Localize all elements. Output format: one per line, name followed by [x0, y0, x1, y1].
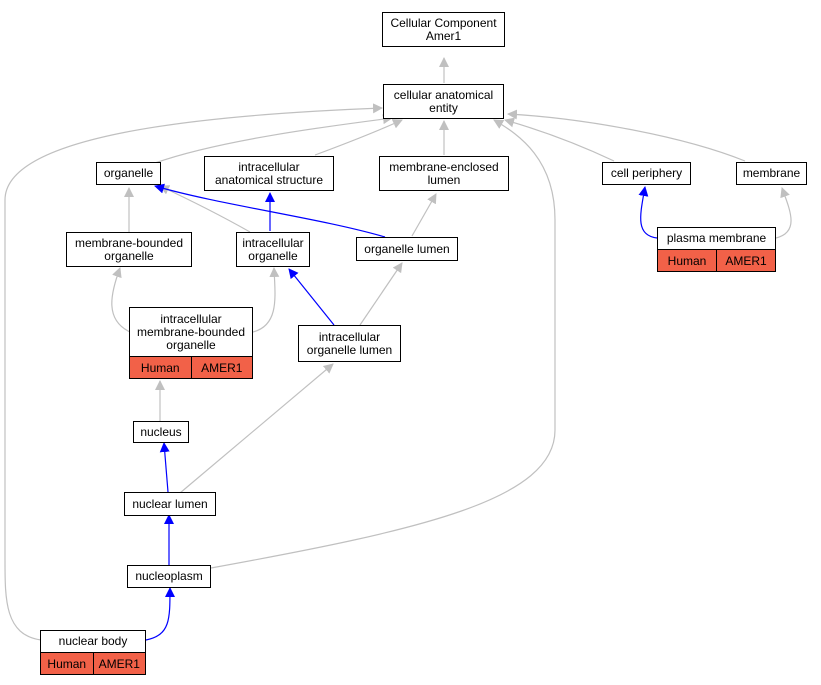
node-membrane-enclosed-lumen[interactable]: membrane-enclosed lumen — [379, 156, 509, 191]
edge-nb-np — [145, 587, 175, 641]
node-nuclear-body[interactable]: nuclear body Human AMER1 — [40, 630, 146, 675]
node-intracellular-membrane-bounded-organelle[interactable]: intracellular membrane-bounded organelle… — [129, 307, 253, 379]
gene-tag: AMER1 — [190, 357, 252, 378]
node-label: plasma membrane — [666, 231, 767, 245]
edge-pm-cellper — [638, 186, 658, 239]
node-label: nucleus — [140, 424, 182, 439]
node-label: intracellular membrane-bounded organelle — [136, 311, 246, 352]
node-intracellular-anatomical-structure[interactable]: intracellular anatomical structure — [204, 156, 334, 191]
node-plasma-membrane[interactable]: plasma membrane Human AMER1 — [657, 227, 776, 272]
edge-io-organelle — [159, 185, 251, 233]
node-label: intracellular organelle — [242, 235, 304, 263]
node-label: nuclear lumen — [132, 496, 208, 511]
edge-membrane-cae — [507, 109, 746, 162]
node-cellular-anatomical-entity[interactable]: cellular anatomical entity — [383, 84, 504, 119]
edge-nb-cae — [4, 103, 383, 641]
edge-nl-nucleus — [159, 442, 170, 493]
node-nucleus[interactable]: nucleus — [133, 421, 189, 443]
edge-iol-ol — [359, 262, 403, 326]
node-organelle[interactable]: organelle — [96, 162, 161, 185]
node-cellular-component-amer1[interactable]: Cellular Component Amer1 — [382, 12, 505, 47]
edge-imbo-io — [252, 267, 280, 333]
node-label: intracellular organelle lumen — [306, 329, 393, 357]
node-label: Cellular Component Amer1 — [390, 15, 497, 43]
edge-iol-io — [288, 268, 335, 326]
node-label: organelle lumen — [364, 241, 450, 256]
node-intracellular-organelle-lumen[interactable]: intracellular organelle lumen — [298, 325, 401, 362]
node-cell-periphery[interactable]: cell periphery — [602, 162, 691, 185]
node-intracellular-organelle[interactable]: intracellular organelle — [236, 232, 310, 267]
node-label: membrane-bounded organelle — [74, 235, 184, 263]
species-tag: Human — [658, 250, 716, 271]
edge-np-cae — [210, 119, 556, 569]
edge-ol-mel — [411, 193, 437, 237]
node-label: cell periphery — [610, 166, 683, 180]
node-label: nucleoplasm — [135, 569, 203, 583]
node-membrane-bounded-organelle[interactable]: membrane-bounded organelle — [66, 232, 192, 267]
node-label: membrane-enclosed lumen — [389, 159, 499, 187]
edge-membrane-pm — [775, 187, 792, 239]
edge-nl-iol — [179, 363, 334, 494]
edge-cellper-cae — [504, 117, 615, 162]
species-tag: Human — [130, 357, 191, 378]
node-label: nuclear body — [58, 634, 128, 648]
edge-ias-cae — [314, 119, 403, 156]
node-label: cellular anatomical entity — [393, 87, 494, 115]
node-membrane[interactable]: membrane — [736, 162, 807, 185]
node-label: organelle — [103, 166, 154, 180]
edge-organelle-cae — [154, 114, 393, 164]
node-label: membrane — [742, 166, 801, 180]
gene-tag: AMER1 — [92, 653, 145, 674]
edge-imbo-mbo — [111, 267, 131, 333]
node-label: intracellular anatomical structure — [214, 159, 324, 187]
node-nuclear-lumen[interactable]: nuclear lumen — [124, 492, 216, 516]
species-tag: Human — [41, 653, 93, 674]
node-nucleoplasm[interactable]: nucleoplasm — [127, 565, 211, 588]
node-organelle-lumen[interactable]: organelle lumen — [356, 237, 458, 261]
gene-tag: AMER1 — [716, 250, 775, 271]
